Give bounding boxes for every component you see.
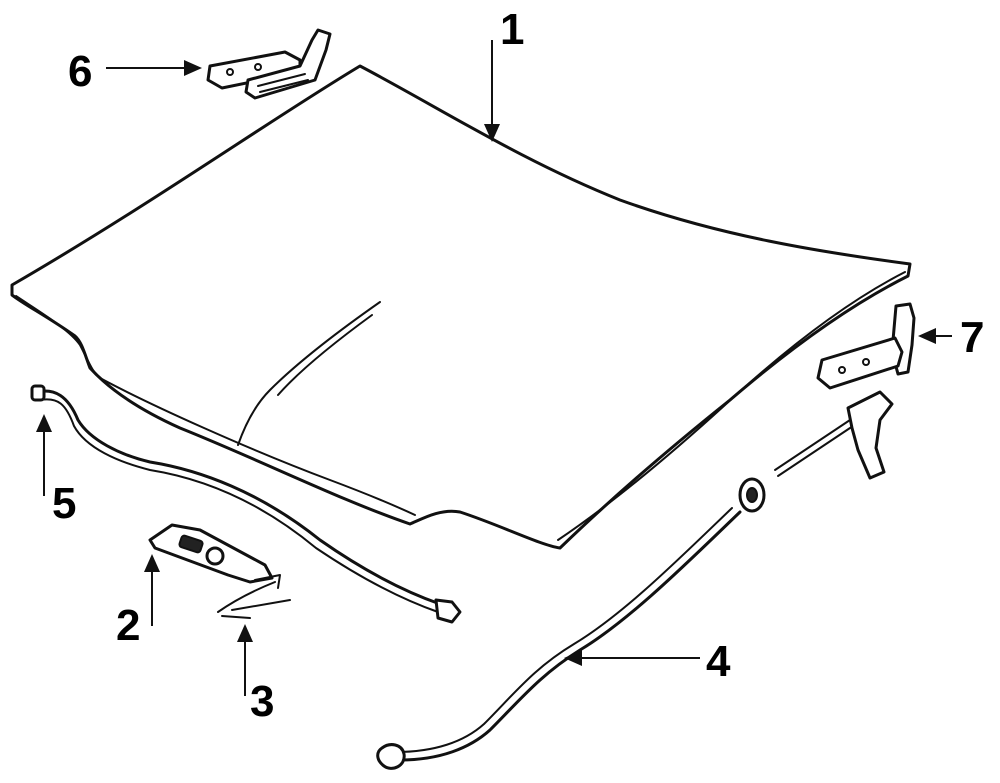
callout-4: 4 xyxy=(706,637,731,686)
leaders xyxy=(36,40,952,696)
hood-release-cable xyxy=(376,390,894,770)
arrowhead-3 xyxy=(237,624,253,642)
callout-7: 7 xyxy=(960,313,984,362)
hinge-right-hole-1 xyxy=(838,366,846,374)
arrowhead-2 xyxy=(144,554,160,572)
callout-5: 5 xyxy=(52,479,76,528)
hinge-right-plate xyxy=(816,336,904,390)
hood-front-edge xyxy=(15,295,416,516)
hinge-left-arm-detail xyxy=(257,73,309,93)
hood-seal-end-left xyxy=(30,384,46,402)
arrowhead-4 xyxy=(564,650,582,666)
hood-latch-pivot xyxy=(205,546,225,566)
arrowhead-5 xyxy=(36,414,52,432)
hinge-right-hole-2 xyxy=(862,358,870,366)
hood-latch xyxy=(148,523,274,584)
release-handle xyxy=(846,390,894,480)
arrowhead-1 xyxy=(484,124,500,142)
arrowhead-7 xyxy=(918,328,936,344)
arrowhead-6 xyxy=(184,60,202,76)
hood-hinge-right xyxy=(816,302,916,390)
callout-labels: 1 6 7 5 2 3 4 xyxy=(52,5,984,726)
callout-6: 6 xyxy=(68,47,92,96)
release-cable-line-outer xyxy=(398,510,742,762)
release-cable-grommet-center xyxy=(746,487,758,503)
hood-seal-strip-inner xyxy=(39,398,439,613)
hood-hinge-left xyxy=(206,28,332,100)
hood-seal-end-right xyxy=(434,598,462,624)
hood-seal-strip-outer xyxy=(34,389,442,606)
safety-catch-wire xyxy=(217,574,291,619)
hood-seal xyxy=(30,384,462,624)
hood-latch-slot xyxy=(178,534,204,554)
hood-panel-outline xyxy=(10,64,912,550)
hood-crease-2 xyxy=(277,314,373,396)
hinge-left-arm xyxy=(244,28,332,100)
release-cable-rod xyxy=(774,419,854,477)
hinge-left-hole-2 xyxy=(254,63,262,71)
release-cable-end xyxy=(376,743,406,770)
hood-safety-catch xyxy=(217,574,291,619)
hood-panel xyxy=(10,64,912,550)
hood-crease xyxy=(237,301,381,446)
release-cable-line-inner xyxy=(395,507,733,753)
callout-3: 3 xyxy=(250,677,274,726)
hinge-left-hole-1 xyxy=(226,68,234,76)
callout-1: 1 xyxy=(500,5,524,54)
callout-2: 2 xyxy=(116,601,140,650)
hood-side-edge xyxy=(557,271,906,541)
